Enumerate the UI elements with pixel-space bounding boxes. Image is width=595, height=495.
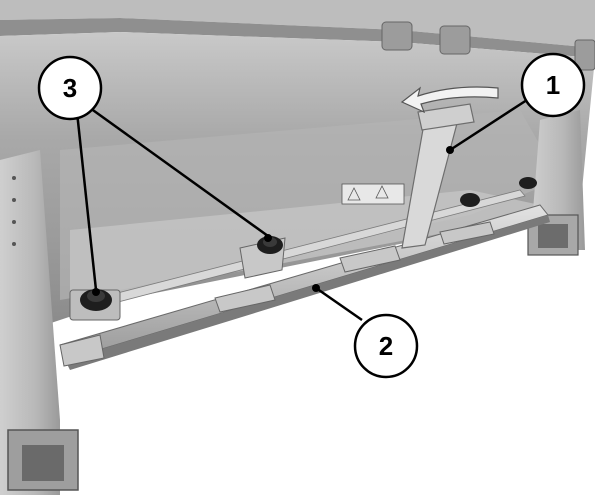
callout-1-label: 1 bbox=[546, 70, 560, 100]
callout-1: 1 bbox=[520, 52, 586, 118]
lever-handle bbox=[417, 103, 475, 131]
left-leg-holes bbox=[12, 176, 16, 246]
top-frame-edge bbox=[0, 18, 595, 58]
callout-leaders bbox=[75, 96, 531, 322]
left-leg bbox=[0, 150, 60, 495]
warning-label-icon bbox=[341, 183, 405, 205]
shutter-rail-shadow bbox=[65, 215, 550, 370]
rail-brackets bbox=[59, 221, 495, 367]
locking-knob-left bbox=[69, 289, 121, 321]
top-hinges bbox=[381, 21, 595, 71]
callout-2: 2 bbox=[353, 313, 419, 379]
callout-2-label: 2 bbox=[379, 331, 393, 361]
right-leg-socket-hole bbox=[538, 224, 568, 248]
callout-3: 3 bbox=[37, 55, 103, 121]
callout-leader-dots bbox=[92, 146, 454, 296]
locking-knob-right bbox=[460, 177, 537, 207]
callout-3-label: 3 bbox=[63, 73, 77, 103]
rotation-arrow-icon bbox=[400, 86, 499, 114]
left-leg-socket-hole bbox=[22, 445, 64, 481]
top-frame-rail bbox=[0, 0, 595, 48]
